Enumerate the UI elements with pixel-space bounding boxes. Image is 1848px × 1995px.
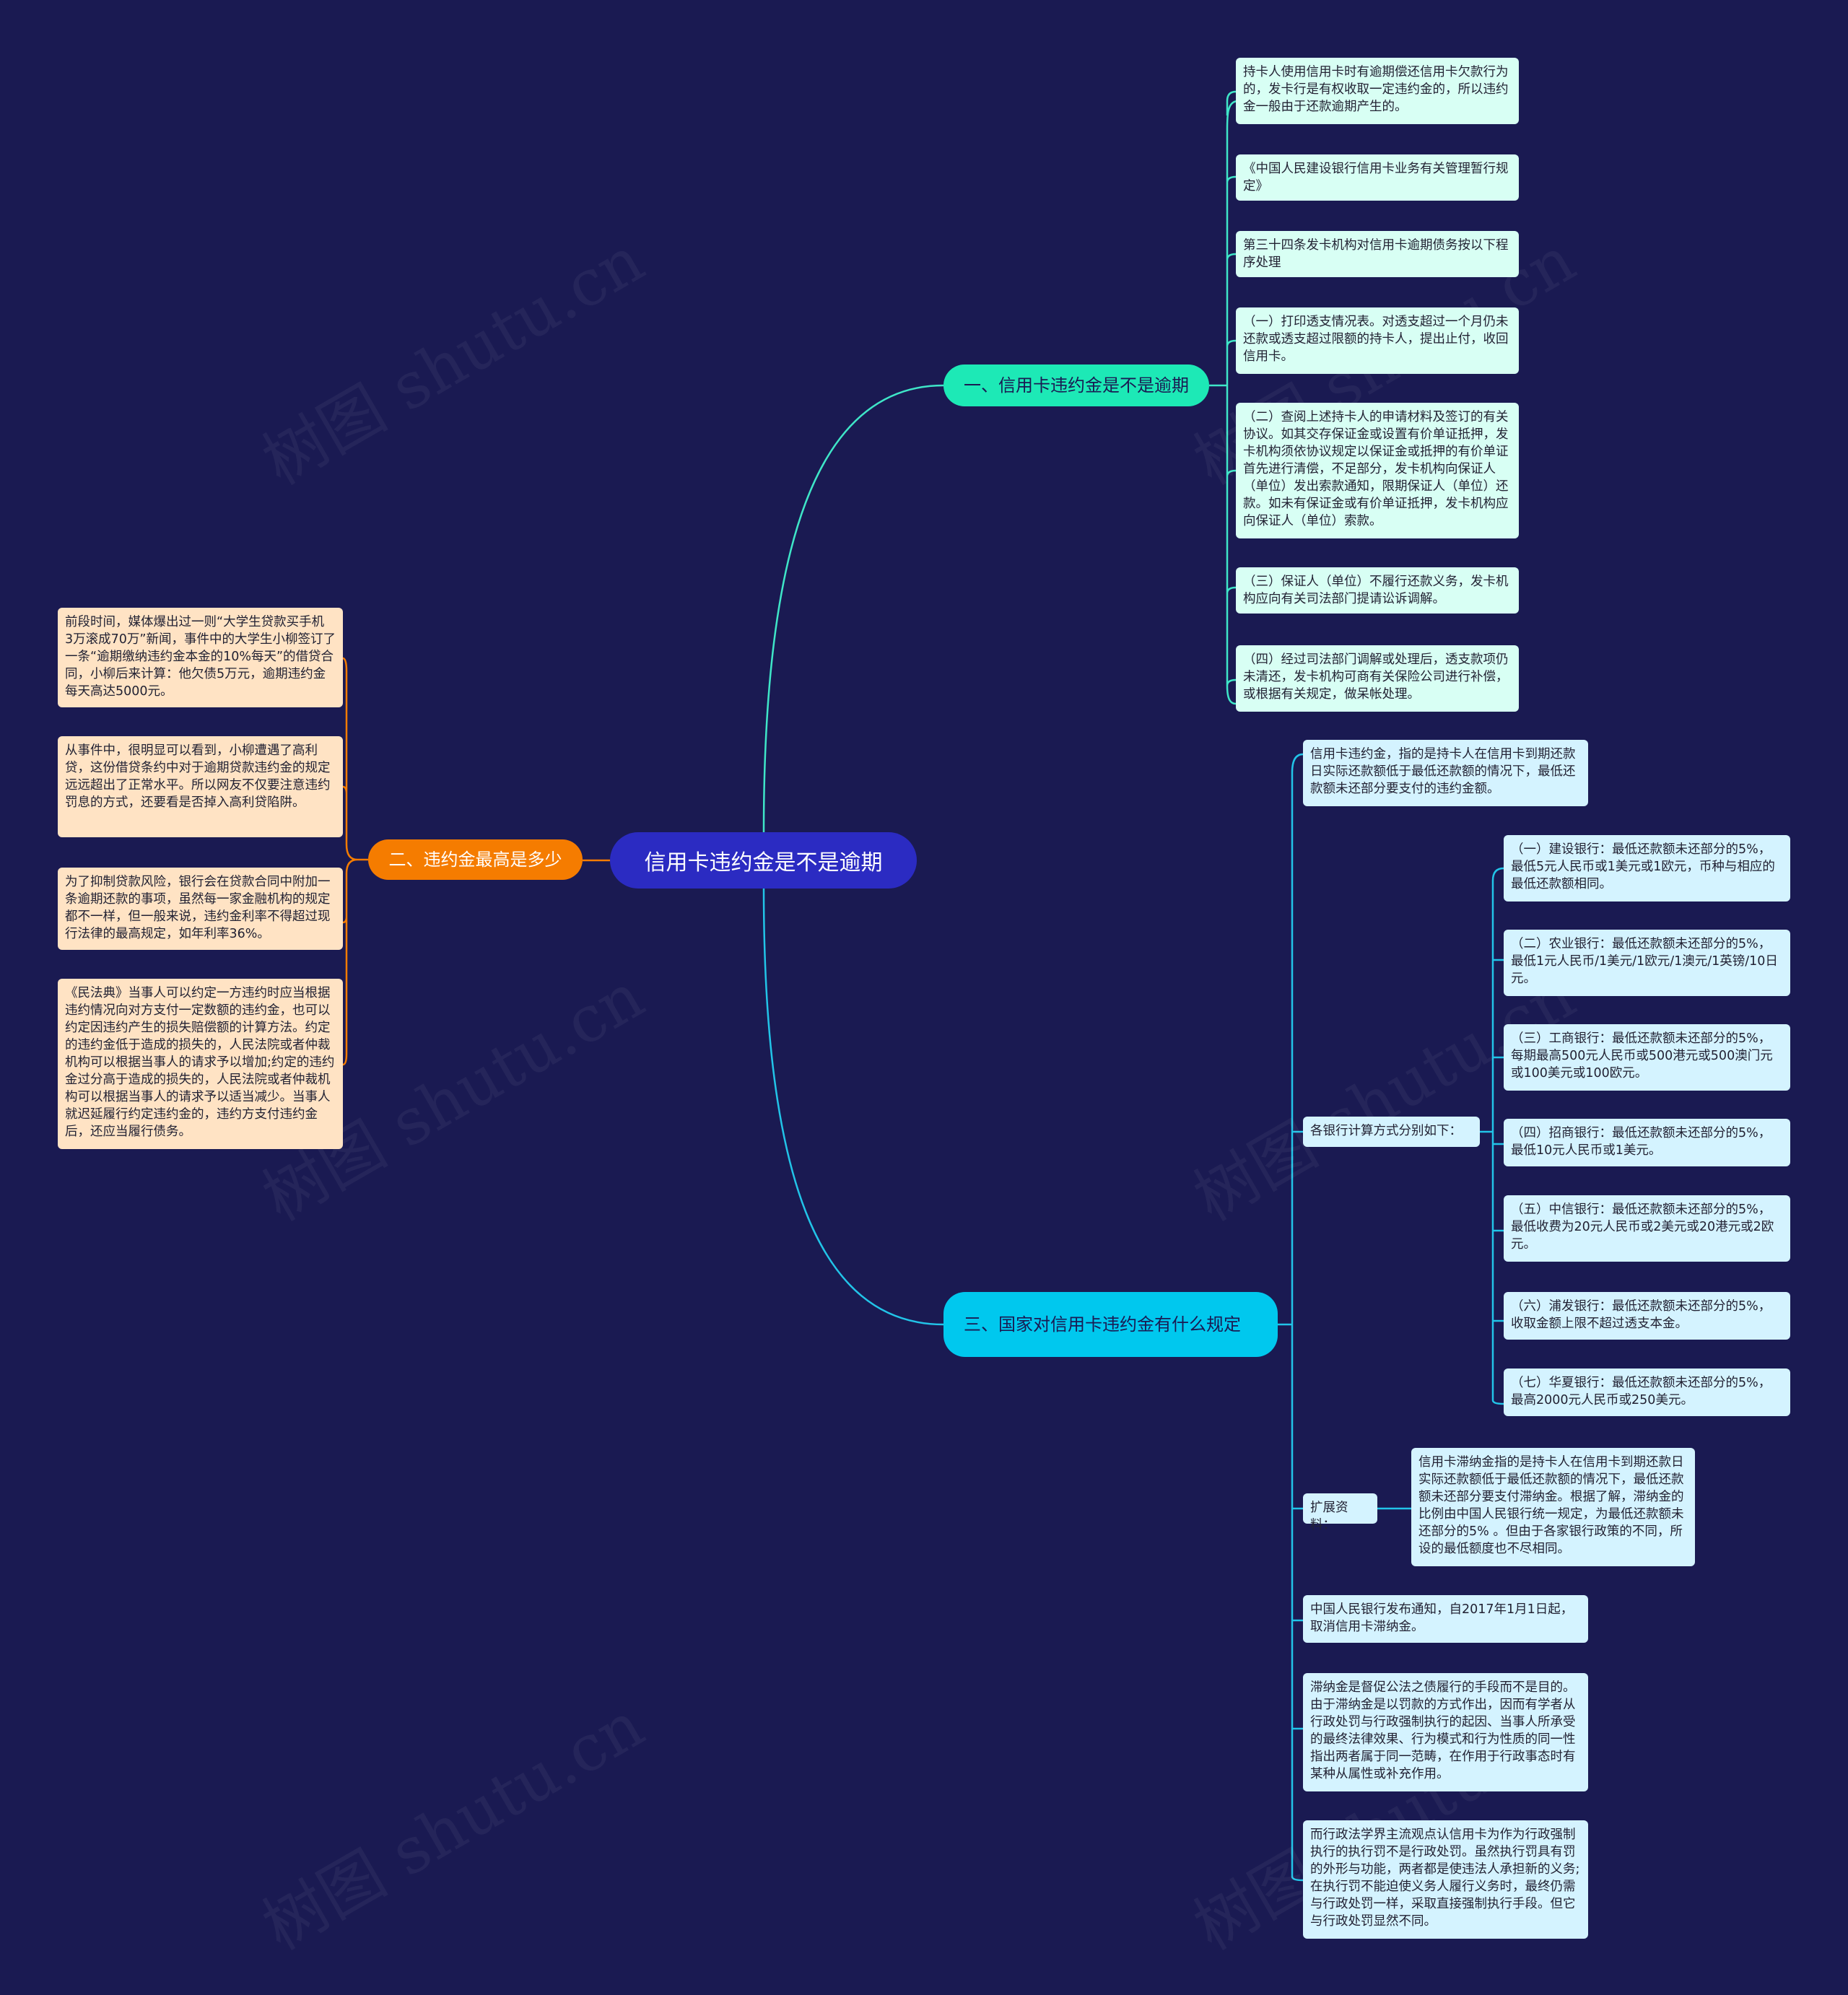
branch-2-leaf[interactable]: 《民法典》当事人可以约定一方违约时应当根据违约情况向对方支付一定数额的违约金，也… — [58, 979, 343, 1149]
branch-1-leaf[interactable]: （二）查阅上述持卡人的申请材料及签订的有关协议。如其交存保证金或设置有价单证抵押… — [1236, 403, 1519, 538]
ext-text[interactable]: 信用卡滞纳金指的是持卡人在信用卡到期还款日实际还款额低于最低还款额的情况下，最低… — [1411, 1448, 1695, 1566]
banks-label[interactable]: 各银行计算方式分别如下： — [1303, 1117, 1480, 1147]
branch-1-leaf[interactable]: 第三十四条发卡机构对信用卡逾期债务按以下程序处理 — [1236, 231, 1519, 277]
note-leaf[interactable]: 而行政法学界主流观点认信用卡为作为行政强制执行的执行罚不是行政处罚。虽然执行罚具… — [1303, 1820, 1588, 1939]
link-branch1-leaves — [1209, 90, 1239, 705]
link-root-branch1 — [762, 384, 944, 833]
branch-2-leaf[interactable]: 前段时间，媒体爆出过一则“大学生贷款买手机 3万滚成70万”新闻，事件中的大学生… — [58, 608, 343, 707]
branch-1-leaf[interactable]: （三）保证人（单位）不履行还款义务，发卡机构应向有关司法部门提请讼诉调解。 — [1236, 567, 1519, 614]
bank-leaf[interactable]: （二）农业银行：最低还款额未还部分的5%，最低1元人民币/1美元/1欧元/1澳元… — [1504, 930, 1790, 996]
bank-leaf[interactable]: （三）工商银行：最低还款额未还部分的5%，每期最高500元人民币或500港元或5… — [1504, 1024, 1790, 1091]
notice-leaf[interactable]: 中国人民银行发布通知，自2017年1月1日起，取消信用卡滞纳金。 — [1303, 1595, 1588, 1643]
branch-1-topic[interactable]: 一、信用卡违约金是不是逾期 — [943, 364, 1209, 406]
link-root-branch3 — [762, 888, 944, 1326]
note-leaf[interactable]: 滞纳金是督促公法之债履行的手段而不是目的。由于滞纳金是以罚款的方式作出，因而有学… — [1303, 1673, 1588, 1791]
branch-3-topic[interactable]: 三、国家对信用卡违约金有什么规定 — [943, 1292, 1278, 1357]
bank-leaf[interactable]: （四）招商银行：最低还款额未还部分的5%，最低10元人民币或1美元。 — [1504, 1119, 1790, 1166]
branch-2-leaf[interactable]: 为了抑制贷款风险，银行会在贷款合同中附加一条逾期还款的事项，虽然每一家金融机构的… — [58, 868, 343, 950]
branch-1-leaf[interactable]: 持卡人使用信用卡时有逾期偿还信用卡欠款行为的，发卡行是有权收取一定违约金的，所以… — [1236, 58, 1519, 124]
branch-1-leaf[interactable]: （四）经过司法部门调解或处理后，透支款项仍未清还，发卡机构可商有关保险公司进行补… — [1236, 645, 1519, 712]
link-banks-leaves — [1480, 867, 1504, 1405]
branch-2-topic[interactable]: 二、违约金最高是多少 — [368, 839, 583, 880]
branch-3-definition[interactable]: 信用卡违约金，指的是持卡人在信用卡到期还款日实际还款额低于最低还款额的情况下，最… — [1303, 740, 1588, 806]
bank-leaf[interactable]: （六）浦发银行：最低还款额未还部分的5%，收取金额上限不超过透支本金。 — [1504, 1292, 1790, 1340]
ext-label[interactable]: 扩展资料： — [1303, 1493, 1377, 1532]
branch-2-leaf[interactable]: 从事件中，很明显可以看到，小柳遭遇了高利贷，这份借贷条约中对于逾期贷款违约金的规… — [58, 736, 343, 837]
bank-leaf[interactable]: （一）建设银行：最低还款额未还部分的5%，最低5元人民币或1美元或1欧元，币种与… — [1504, 835, 1790, 902]
branch-1-leaf[interactable]: （一）打印透支情况表。对透支超过一个月仍未还款或透支超过限额的持卡人，提出止付，… — [1236, 307, 1519, 374]
bank-leaf[interactable]: （七）华夏银行：最低还款额未还部分的5%，最高2000元人民币或250美元。 — [1504, 1368, 1790, 1416]
branch-1-leaf[interactable]: 《中国人民建设银行信用卡业务有关管理暂行规定》 — [1236, 154, 1519, 201]
root-topic[interactable]: 信用卡违约金是不是逾期 — [610, 832, 917, 889]
link-branch3-children — [1278, 753, 1304, 1882]
link-branch2-leaves — [342, 657, 368, 1066]
bank-leaf[interactable]: （五）中信银行：最低还款额未还部分的5%，最低收费为20元人民币或2美元或20港… — [1504, 1195, 1790, 1262]
